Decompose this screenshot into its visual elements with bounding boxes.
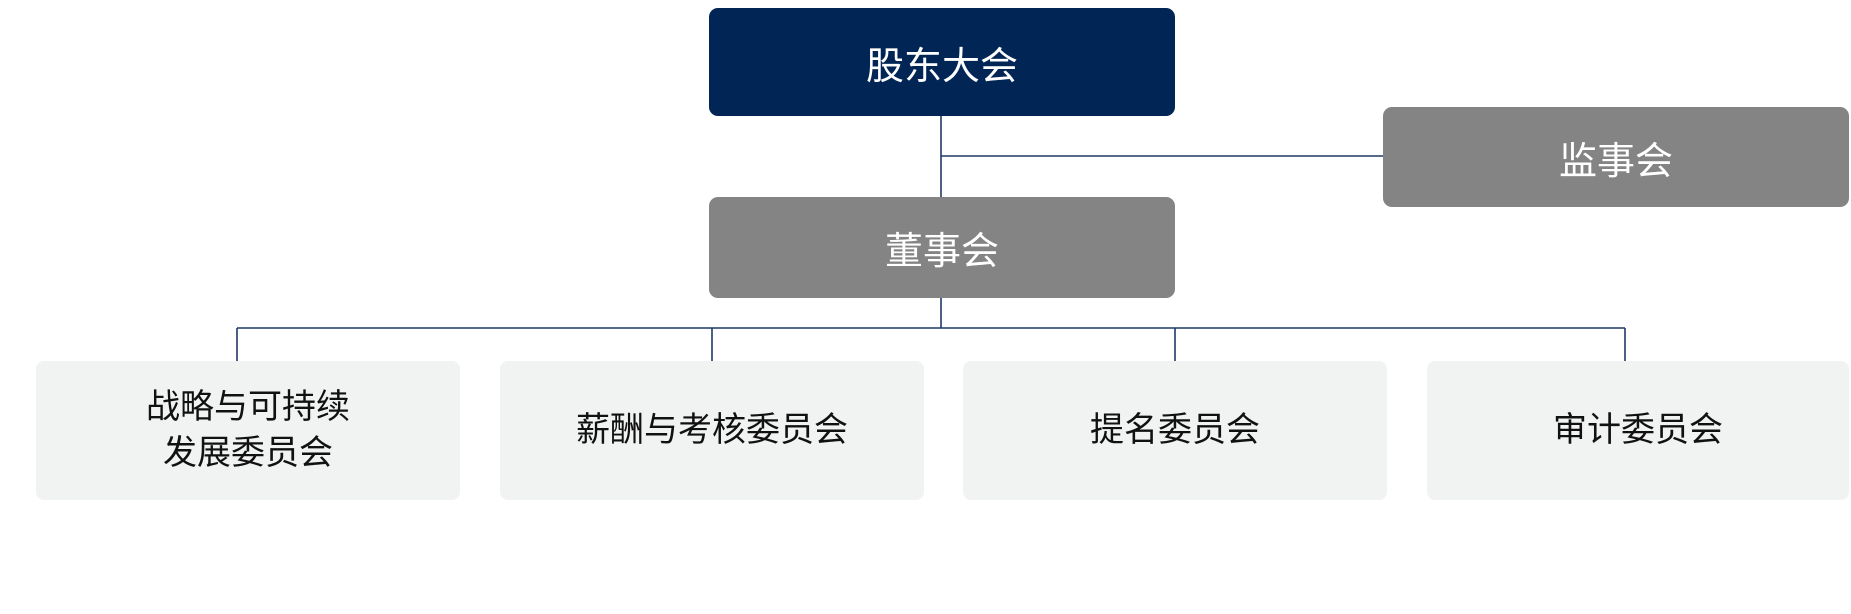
shareholders-meeting-label: 股东大会 — [865, 43, 1018, 88]
shareholders-meeting-box: 股东大会 — [709, 8, 1175, 116]
committee-box-strategy: 战略与可持续 发展委员会 — [36, 361, 460, 500]
committee-label-audit: 审计委员会 — [1553, 409, 1723, 450]
board-of-directors-label: 董事会 — [884, 229, 999, 273]
committee-label-compensation: 薪酬与考核委员会 — [576, 409, 848, 450]
board-of-directors-box: 董事会 — [709, 197, 1175, 298]
supervisory-board-label: 监事会 — [1558, 138, 1673, 183]
committee-box-audit: 审计委员会 — [1427, 361, 1849, 500]
supervisory-board-box: 监事会 — [1383, 107, 1849, 207]
committee-label-strategy: 战略与可持续 发展委员会 — [146, 386, 350, 473]
committee-box-nomination: 提名委员会 — [963, 361, 1387, 500]
committee-box-compensation: 薪酬与考核委员会 — [500, 361, 924, 500]
committee-label-nomination: 提名委员会 — [1090, 409, 1260, 450]
